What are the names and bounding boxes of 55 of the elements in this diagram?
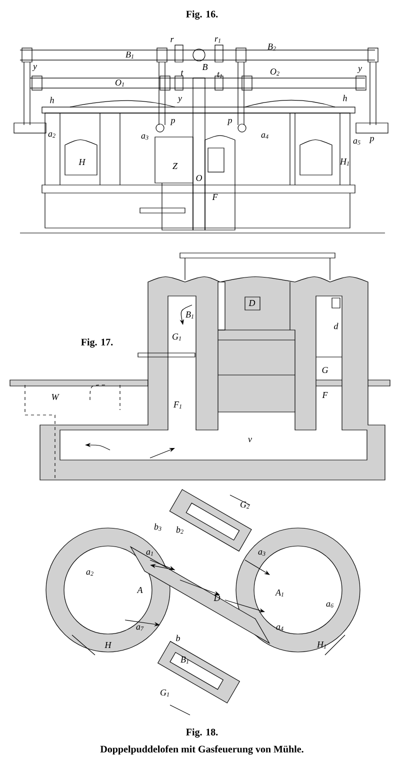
part-label: B$_{2}$ <box>268 44 276 50</box>
figure-title: Fig. 17. <box>81 338 113 348</box>
part-label: p <box>369 136 374 144</box>
part-label: O <box>196 174 202 182</box>
part-label: H <box>104 642 112 648</box>
part-label: y <box>32 64 37 72</box>
part-label: a$_{6}$ <box>326 602 334 608</box>
figure-title: Fig. 18. <box>186 728 218 738</box>
part-label: a$_{4}$ <box>261 133 268 139</box>
part-label: b$_{2}$ <box>176 526 184 534</box>
part-label: b$_{3}$ <box>154 523 162 531</box>
caption: Doppelpuddelofen mit Gasfeuerung von Mühle. <box>100 745 304 755</box>
part-label: a$_{3}$ <box>141 134 148 140</box>
part-label: h <box>50 96 54 104</box>
part-label: r <box>170 38 174 42</box>
part-label: d <box>334 322 338 330</box>
part-label: W <box>52 394 60 400</box>
part-label: t$_{1}$ <box>217 72 222 78</box>
part-label: O$_{1}$ <box>115 80 124 86</box>
part-label: O$_{2}$ <box>270 68 280 76</box>
part-label: a$_{1}$ <box>146 550 153 556</box>
part-label: G$_{1}$ <box>160 690 169 696</box>
part-label: B$_{1}$ <box>180 656 188 664</box>
part-label: B <box>202 64 208 70</box>
part-label: F <box>322 392 328 398</box>
part-label: a$_{5}$ <box>353 139 360 145</box>
part-label: H$_{1}$ <box>316 642 326 648</box>
part-label: F <box>212 194 218 200</box>
part-label: b <box>176 634 180 642</box>
part-label: h <box>343 94 347 102</box>
part-label: B$_{1}$ <box>126 52 134 58</box>
part-label: p <box>170 118 175 126</box>
part-label: A$_{1}$ <box>275 590 284 596</box>
part-label: Z <box>172 163 178 169</box>
part-label: B$_{1}$ <box>186 312 194 318</box>
part-label: D <box>214 595 220 601</box>
part-label: A <box>136 587 143 593</box>
part-label: D <box>248 300 256 306</box>
part-label: y <box>357 66 362 74</box>
figure-title: Fig. 16. <box>186 10 218 20</box>
part-label: H <box>78 159 86 165</box>
part-label: a$_{2}$ <box>48 132 56 138</box>
part-label: v <box>248 438 252 442</box>
part-label: G <box>322 366 328 374</box>
part-label: a$_{2}$ <box>86 570 94 576</box>
part-label: y <box>177 96 182 104</box>
part-label: a$_{7}$ <box>136 625 144 631</box>
part-label: F$_{1}$ <box>173 402 182 408</box>
part-label: a$_{4}$ <box>276 625 284 631</box>
part-label: p <box>227 118 232 126</box>
part-label: t <box>181 70 184 76</box>
part-label: G$_{2}$ <box>240 502 250 508</box>
part-label: r$_{1}$ <box>214 37 220 43</box>
part-label: a$_{3}$ <box>258 550 266 556</box>
part-label: G$_{1}$ <box>172 334 181 340</box>
